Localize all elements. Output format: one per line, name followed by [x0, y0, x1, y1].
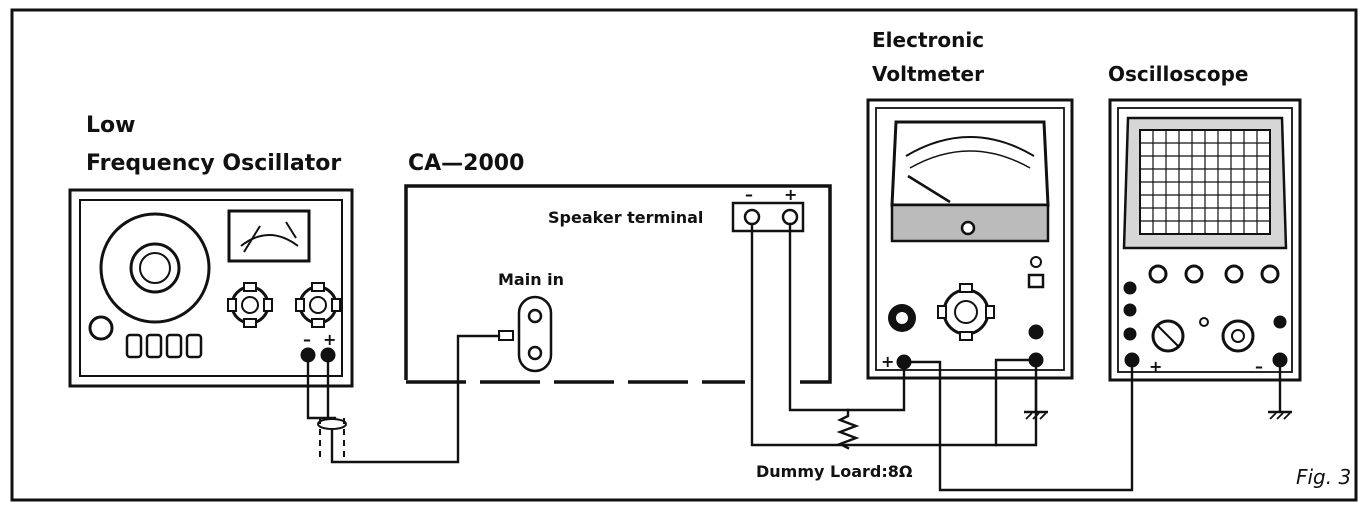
cable-shield-icon	[317, 418, 347, 430]
oscilloscope-ground-icon	[1268, 367, 1292, 420]
oscilloscope-terminal-icon	[1124, 352, 1140, 368]
oscilloscope-small-knob-icon	[1199, 317, 1209, 327]
dummy-load-label: Dummy Loard:8Ω	[756, 462, 913, 481]
oscillator-power-knob-icon	[88, 315, 114, 341]
oscilloscope-label: Oscilloscope	[1108, 62, 1248, 86]
speaker-plus-label: +	[784, 185, 797, 204]
figure-caption: Fig. 3	[1296, 465, 1351, 489]
speaker-terminal-label: Speaker terminal	[548, 208, 703, 227]
wiring	[306, 222, 1292, 492]
oscillator-dial-icon	[99, 212, 211, 324]
speaker-terminal-icon	[781, 208, 799, 226]
oscilloscope-knob-icon	[1260, 264, 1280, 284]
main-in-screw-icon	[527, 345, 543, 361]
amplifier-label: CA—2000	[408, 151, 524, 176]
oscilloscope-jack-icon	[1123, 281, 1137, 295]
oscillator-meter-icon	[227, 209, 311, 263]
oscilloscope-jack-icon	[1273, 315, 1287, 329]
speaker-terminal-icon	[743, 208, 761, 226]
oscilloscope-minus-label: –	[1255, 357, 1263, 376]
voltmeter-ground-icon	[1024, 378, 1048, 420]
voltmeter-label-line2: Voltmeter	[872, 62, 984, 86]
oscillator-minus-label: –	[303, 330, 311, 349]
voltmeter-label-line1: Electronic	[872, 28, 984, 52]
voltmeter-plus-label: +	[881, 352, 894, 371]
voltmeter-selector-knob-icon	[937, 283, 995, 341]
oscilloscope-plus-label: +	[1149, 357, 1162, 376]
oscilloscope-knob-icon	[1148, 264, 1168, 284]
oscillator-label-line2: Frequency Oscillator	[86, 151, 341, 176]
main-in-jack-icon	[527, 308, 543, 324]
speaker-minus-label: –	[745, 185, 753, 204]
voltmeter-device: +	[866, 98, 1074, 380]
voltmeter-range-knob-icon	[888, 304, 916, 332]
oscillator-range-buttons-icon	[125, 333, 203, 359]
oscilloscope-knob-icon	[1184, 264, 1204, 284]
amplifier-device: Speaker terminal – + Main in	[404, 184, 832, 384]
oscillator-label-line1: Low	[86, 113, 135, 138]
speaker-terminal-block	[731, 201, 805, 233]
oscillator-plus-label: +	[323, 330, 336, 349]
oscillator-terminal-icon	[320, 347, 336, 363]
oscilloscope-screen-icon	[1122, 116, 1288, 250]
oscillator-terminal-icon	[300, 347, 316, 363]
oscilloscope-jack-icon	[1123, 303, 1137, 317]
voltmeter-jack-icon	[1028, 324, 1044, 340]
oscilloscope-terminal-icon	[1272, 352, 1288, 368]
oscillator-knob-icon	[227, 282, 273, 328]
voltmeter-power-switch-icon	[1027, 273, 1045, 289]
oscilloscope-device: + –	[1108, 98, 1302, 382]
main-in-label: Main in	[498, 270, 564, 289]
main-in-jack-plate	[517, 295, 553, 373]
input-plug-icon	[498, 330, 514, 341]
oscillator-device: – +	[68, 188, 354, 388]
oscilloscope-jack-icon	[1123, 327, 1137, 341]
oscilloscope-knob-icon	[1224, 264, 1244, 284]
dummy-load-resistor-icon	[836, 408, 860, 450]
oscilloscope-vertical-knob-icon	[1151, 319, 1185, 353]
voltmeter-meter-icon	[890, 120, 1050, 243]
voltmeter-lamp-icon	[1030, 256, 1042, 268]
diagram-frame	[10, 8, 1358, 502]
oscilloscope-timebase-knob-icon	[1221, 319, 1255, 353]
oscillator-knob-icon	[295, 282, 341, 328]
